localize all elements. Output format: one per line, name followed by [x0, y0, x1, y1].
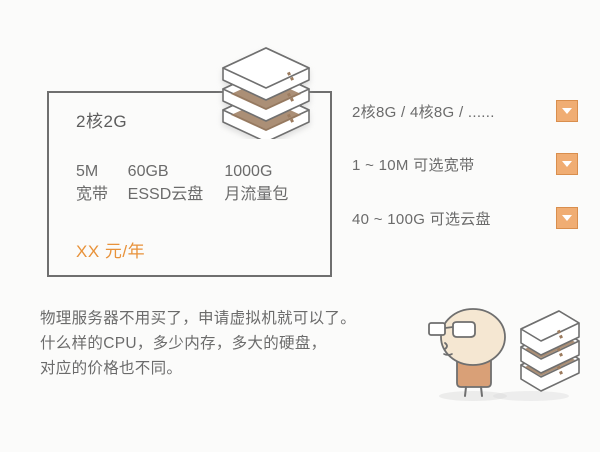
spec-label-traffic: 月流量包 [224, 186, 289, 203]
description-line-1: 物理服务器不用买了，申请虚拟机就可以了。 [40, 310, 357, 327]
option-row-cpu[interactable]: 2核8G / 4核8G / ...... [352, 96, 578, 126]
spec-grid: 5M 60GB 1000G 宽带 ESSD云盘 月流量包 [76, 161, 316, 206]
chevron-down-icon [562, 108, 572, 114]
person-with-glasses-icon [413, 297, 583, 405]
spec-card: 2核2G 5M 60GB 1000G 宽带 ESSD云盘 月流量包 XX 元/年 [47, 91, 332, 277]
spec-label-bandwidth: 宽带 [76, 186, 109, 203]
card-title: 2核2G [76, 112, 128, 131]
description-line-3: 对应的价格也不同。 [40, 360, 183, 377]
description-line-2: 什么样的CPU，多少内存，多大的硬盘， [40, 335, 327, 352]
spec-values-row: 5M 60GB 1000G [76, 161, 316, 183]
spec-label-disk: ESSD云盘 [127, 186, 204, 203]
spec-value-traffic: 1000G [224, 163, 273, 180]
option-label-disk: 40 ~ 100G 可选云盘 [352, 210, 491, 228]
option-label-cpu: 2核8G / 4核8G / ...... [352, 103, 495, 121]
dropdown-button-cpu[interactable] [556, 100, 578, 122]
description-text: 物理服务器不用买了，申请虚拟机就可以了。 什么样的CPU，多少内存，多大的硬盘，… [40, 306, 380, 381]
option-label-bandwidth: 1 ~ 10M 可选宽带 [352, 156, 475, 174]
spec-labels-row: 宽带 ESSD云盘 月流量包 [76, 184, 316, 206]
chevron-down-icon [562, 215, 572, 221]
option-row-disk[interactable]: 40 ~ 100G 可选云盘 [352, 203, 578, 233]
dropdown-button-disk[interactable] [556, 207, 578, 229]
spec-value-disk: 60GB [127, 163, 169, 180]
price-label: XX 元/年 [76, 242, 146, 261]
option-row-bandwidth[interactable]: 1 ~ 10M 可选宽带 [352, 149, 578, 179]
server-stack-icon [211, 27, 321, 143]
spec-value-bandwidth: 5M [76, 163, 99, 180]
chevron-down-icon [562, 161, 572, 167]
dropdown-button-bandwidth[interactable] [556, 153, 578, 175]
